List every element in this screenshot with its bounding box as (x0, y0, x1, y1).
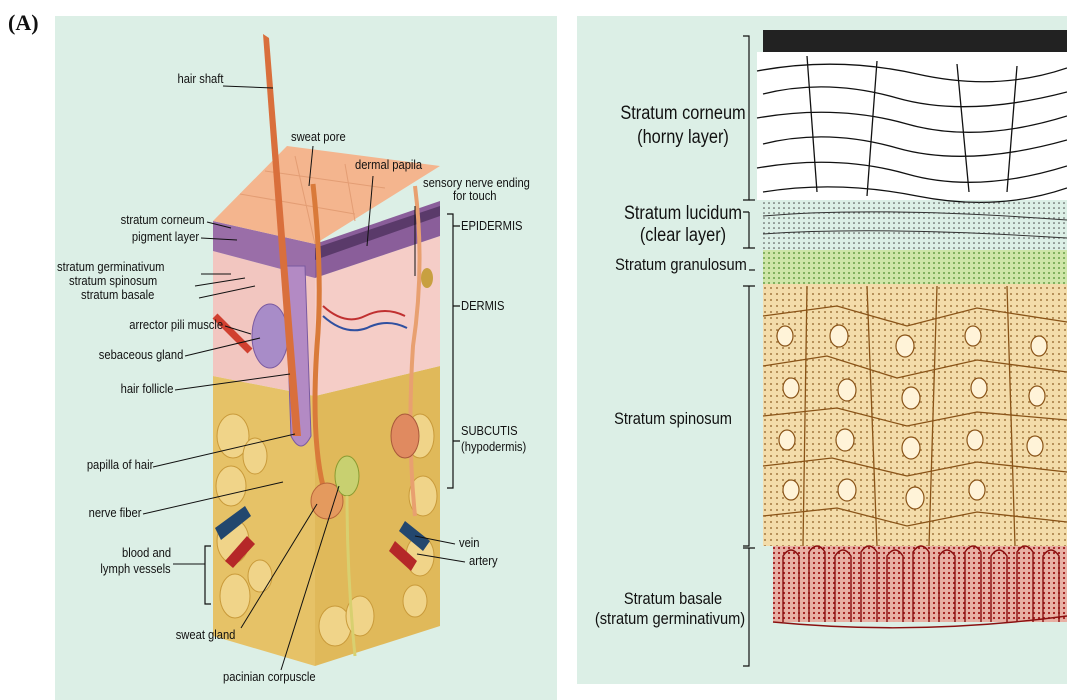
label-pigment-layer: pigment layer (132, 230, 199, 245)
label-stratum-corneum-b: Stratum corneum (612, 104, 753, 125)
label-stratum-spinosum-b: Stratum spinosum (602, 410, 743, 429)
label-hair-follicle: hair follicle (120, 382, 173, 397)
panel-label: (A) (8, 10, 39, 36)
label-stratum-germinativum-b: (stratum germinativum) (590, 610, 750, 629)
label-hypodermis: (hypodermis) (461, 440, 526, 455)
label-for-touch: for touch (453, 189, 497, 204)
label-subcutis: SUBCUTIS (461, 424, 518, 439)
label-hair-shaft: hair shaft (177, 72, 223, 87)
label-nerve-fiber: nerve fiber (88, 506, 141, 521)
label-arrector-pili: arrector pili muscle (129, 318, 223, 333)
label-vein: vein (459, 536, 480, 551)
skin-anatomy-panel: hair shaft sweat pore dermal papila sens… (55, 16, 557, 700)
label-epidermis: EPIDERMIS (461, 219, 523, 234)
epidermis-layers-panel: Stratum corneum (horny layer) Stratum lu… (577, 16, 1067, 684)
label-pacinian-corpuscle: pacinian corpuscle (223, 670, 316, 685)
label-clear-layer: (clear layer) (612, 226, 753, 247)
label-artery: artery (469, 554, 498, 569)
label-stratum-lucidum: Stratum lucidum (612, 204, 753, 225)
label-stratum-basale: stratum basale (81, 288, 154, 303)
label-dermal-papila: dermal papila (355, 158, 422, 173)
label-stratum-granulosum: Stratum granulosum (604, 256, 759, 275)
label-sebaceous-gland: sebaceous gland (98, 348, 183, 363)
label-blood-lymph-2: lymph vessels (101, 562, 171, 577)
label-dermis: DERMIS (461, 299, 504, 314)
label-sweat-pore: sweat pore (291, 130, 346, 145)
label-blood-lymph-1: blood and (122, 546, 171, 561)
label-horny-layer: (horny layer) (612, 128, 753, 149)
label-sweat-gland: sweat gland (175, 628, 235, 643)
label-stratum-basale-b: Stratum basale (602, 590, 743, 609)
label-papilla-of-hair: papilla of hair (86, 458, 153, 473)
label-stratum-corneum: stratum corneum (121, 213, 205, 228)
